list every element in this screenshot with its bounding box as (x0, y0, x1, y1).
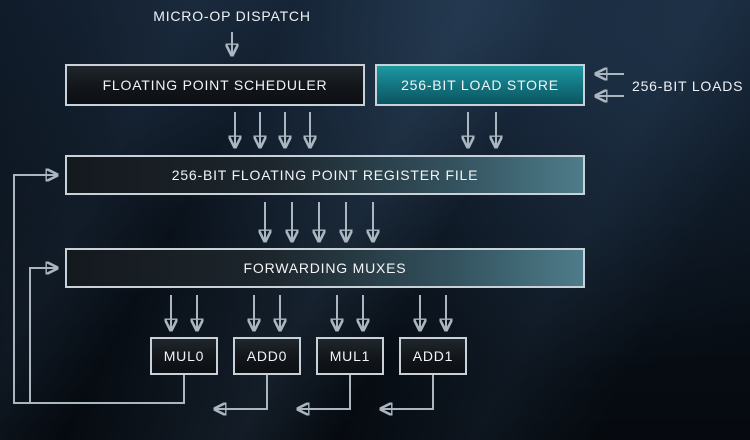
forwarding-muxes-box: FORWARDING MUXES (65, 248, 585, 288)
loads-input-arrows (597, 74, 624, 96)
unit-box-mul0: MUL0 (150, 337, 218, 375)
register-file-box: 256-BIT FLOATING POINT REGISTER FILE (65, 155, 585, 195)
256-bit-loads-label: 256-BIT LOADS (632, 78, 744, 94)
register-file-to-forwarding-arrows (265, 202, 373, 240)
load-store-box: 256-BIT LOAD STORE (375, 64, 585, 106)
unit-box-add1: ADD1 (399, 337, 467, 375)
micro-op-dispatch-label: MICRO-OP DISPATCH (153, 8, 311, 24)
unit-box-add0: ADD0 (233, 337, 301, 375)
unit-box-mul1: MUL1 (316, 337, 384, 375)
floating-point-scheduler-box: FLOATING POINT SCHEDULER (65, 64, 365, 106)
scheduler-to-register-file-arrows (235, 112, 310, 146)
load-store-to-register-file-arrows (468, 112, 496, 146)
forwarding-to-units-arrows (171, 295, 446, 329)
